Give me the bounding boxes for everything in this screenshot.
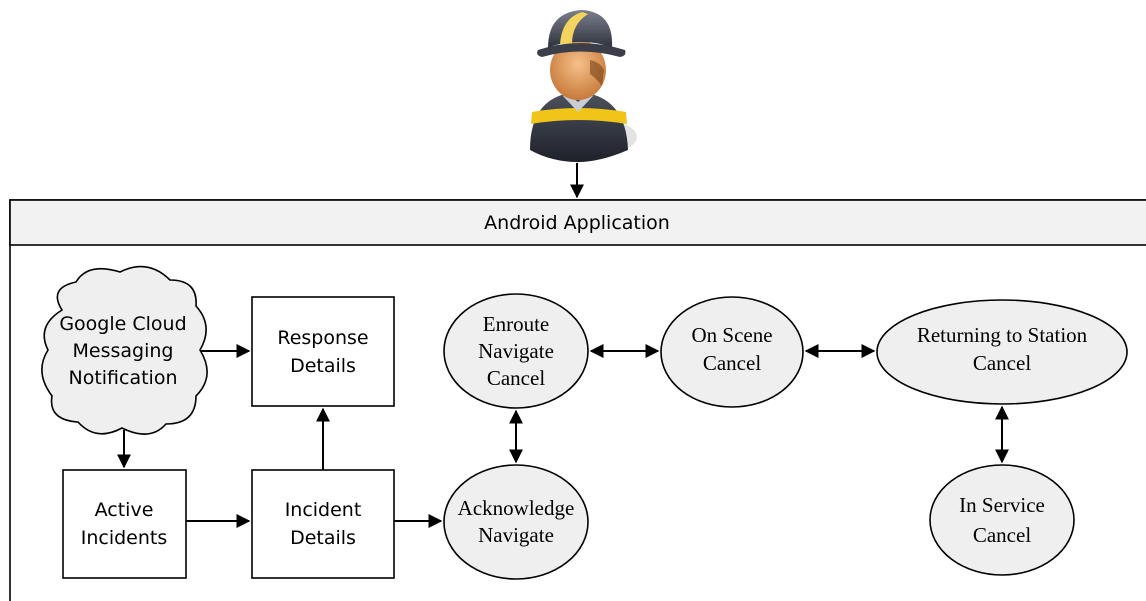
acknowledge-line-2: Navigate	[478, 523, 554, 547]
response-details-line-2: Details	[290, 355, 356, 377]
gcm-notification-cloud: Google Cloud Messaging Notification	[41, 265, 208, 435]
active-incidents-line-1: Active	[95, 499, 154, 521]
active-incidents-line-2: Incidents	[81, 527, 168, 549]
cloud-line-1: Google Cloud	[59, 313, 186, 335]
returning-line-2: Cancel	[973, 351, 1031, 375]
in-service-state: In Service Cancel	[929, 464, 1075, 576]
acknowledge-state: Acknowledge Navigate	[443, 464, 589, 580]
firefighter-icon	[530, 10, 637, 162]
enroute-line-2: Navigate	[478, 339, 554, 363]
on-scene-line-1: On Scene	[691, 323, 772, 347]
incident-details-box: Incident Details	[251, 469, 395, 579]
incident-details-line-2: Details	[290, 527, 356, 549]
returning-to-station-state: Returning to Station Cancel	[876, 299, 1128, 405]
response-details-line-1: Response	[277, 327, 368, 349]
incident-details-line-1: Incident	[285, 499, 362, 521]
returning-line-1: Returning to Station	[917, 323, 1088, 347]
enroute-line-1: Enroute	[483, 312, 549, 336]
container-header	[9, 199, 1146, 246]
cloud-line-2: Messaging	[73, 340, 174, 362]
on-scene-line-2: Cancel	[703, 351, 761, 375]
container-title: Android Application	[484, 212, 670, 234]
in-service-line-1: In Service	[959, 493, 1045, 517]
cloud-line-3: Notification	[68, 367, 177, 389]
on-scene-state: On Scene Cancel	[660, 296, 804, 408]
acknowledge-line-1: Acknowledge	[458, 496, 575, 520]
enroute-state: Enroute Navigate Cancel	[443, 293, 589, 409]
in-service-line-2: Cancel	[973, 523, 1031, 547]
response-details-box: Response Details	[251, 296, 395, 407]
active-incidents-box: Active Incidents	[62, 469, 187, 579]
enroute-line-3: Cancel	[487, 366, 545, 390]
